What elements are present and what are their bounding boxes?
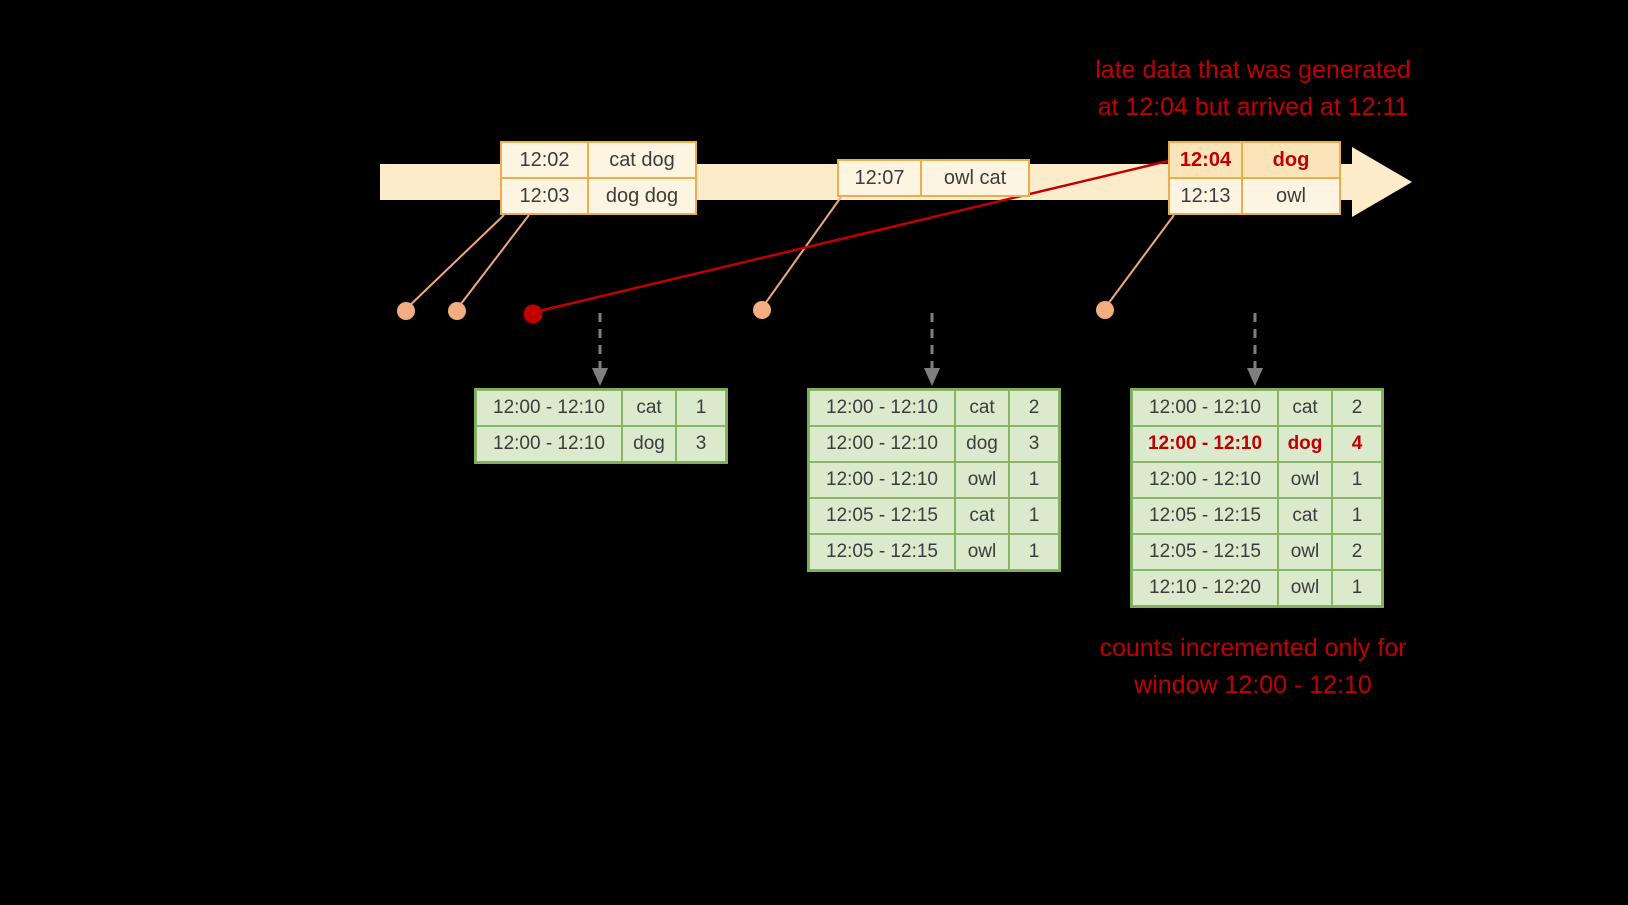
table-row: 12:00 - 12:10 dog 3 — [809, 426, 1059, 462]
window-cell: 12:00 - 12:10 — [809, 462, 955, 498]
word-cell: cat — [1278, 498, 1332, 534]
count-cell: 1 — [1009, 462, 1059, 498]
late-data-annotation-line2: at 12:04 but arrived at 12:11 — [1097, 93, 1409, 121]
counts-annotation-line2: window 12:00 - 12:10 — [1134, 671, 1372, 699]
table-row: 12:10 - 12:20 owl 1 — [1132, 570, 1382, 606]
count-cell: 1 — [1332, 498, 1382, 534]
count-cell: 1 — [1332, 462, 1382, 498]
count-cell: 3 — [1009, 426, 1059, 462]
window-cell: 12:05 - 12:15 — [1132, 534, 1278, 570]
window-cell: 12:10 - 12:20 — [1132, 570, 1278, 606]
connector-line-1213 — [1104, 214, 1175, 309]
word-cell: dog — [955, 426, 1009, 462]
table-row: 12:00 - 12:10 cat 2 — [1132, 390, 1382, 426]
count-cell: 1 — [676, 390, 726, 426]
event-words: owl — [1242, 178, 1340, 214]
arrival-dot-icon — [397, 302, 415, 320]
table-row: 12:00 - 12:10 cat 1 — [476, 390, 726, 426]
window-cell: 12:05 - 12:15 — [1132, 498, 1278, 534]
word-cell: cat — [955, 498, 1009, 534]
connector-line-1203 — [456, 214, 530, 310]
event-time: 12:13 — [1169, 178, 1242, 214]
counts-annotation-line1: counts incremented only for — [1099, 634, 1407, 662]
connector-line-1207 — [761, 196, 842, 309]
table-row: 12:05 - 12:15 owl 1 — [809, 534, 1059, 570]
arrival-dot-icon — [1096, 301, 1114, 319]
count-cell: 2 — [1332, 390, 1382, 426]
word-cell: owl — [955, 534, 1009, 570]
count-cell: 4 — [1332, 426, 1382, 462]
late-data-annotation: late data that was generated at 12:04 bu… — [1023, 52, 1483, 126]
table-row: 12:00 - 12:10 owl 1 — [1132, 462, 1382, 498]
count-cell: 1 — [1009, 534, 1059, 570]
table-row: 12:05 - 12:15 owl 2 — [1132, 534, 1382, 570]
event-row: 12:07 owl cat — [838, 160, 1029, 196]
event-box-1202-1203: 12:02 cat dog 12:03 dog dog — [500, 141, 697, 215]
window-cell: 12:05 - 12:15 — [809, 498, 955, 534]
word-cell: cat — [1278, 390, 1332, 426]
word-cell: owl — [1278, 534, 1332, 570]
word-cell: cat — [622, 390, 676, 426]
event-time: 12:02 — [501, 142, 588, 178]
event-box-1204-1213: 12:04 dog 12:13 owl — [1168, 141, 1341, 215]
window-cell: 12:00 - 12:10 — [476, 426, 622, 462]
window-cell: 12:00 - 12:10 — [1132, 426, 1278, 462]
event-words: owl cat — [921, 160, 1029, 196]
word-cell: dog — [1278, 426, 1332, 462]
counts-annotation: counts incremented only for window 12:00… — [1023, 630, 1483, 704]
event-row: 12:03 dog dog — [501, 178, 696, 214]
event-row-late: 12:04 dog — [1169, 142, 1340, 178]
connector-line-1202 — [405, 214, 505, 310]
count-cell: 2 — [1009, 390, 1059, 426]
table-row: 12:05 - 12:15 cat 1 — [809, 498, 1059, 534]
table-row-late-updated: 12:00 - 12:10 dog 4 — [1132, 426, 1382, 462]
table-row: 12:00 - 12:10 dog 3 — [476, 426, 726, 462]
count-cell: 2 — [1332, 534, 1382, 570]
event-box-1207: 12:07 owl cat — [837, 159, 1030, 197]
event-words: dog dog — [588, 178, 696, 214]
count-cell: 3 — [676, 426, 726, 462]
event-row: 12:13 owl — [1169, 178, 1340, 214]
table-row: 12:05 - 12:15 cat 1 — [1132, 498, 1382, 534]
window-cell: 12:05 - 12:15 — [809, 534, 955, 570]
timeline-arrowhead-icon — [1352, 147, 1412, 217]
result-table-2: 12:00 - 12:10 cat 2 12:00 - 12:10 dog 3 … — [807, 388, 1061, 572]
table-row: 12:00 - 12:10 cat 2 — [809, 390, 1059, 426]
window-cell: 12:00 - 12:10 — [1132, 462, 1278, 498]
window-cell: 12:00 - 12:10 — [809, 426, 955, 462]
word-cell: owl — [1278, 462, 1332, 498]
window-cell: 12:00 - 12:10 — [809, 390, 955, 426]
event-time: 12:03 — [501, 178, 588, 214]
trigger-arrow-2 — [924, 313, 940, 386]
word-cell: dog — [622, 426, 676, 462]
result-table-1: 12:00 - 12:10 cat 1 12:00 - 12:10 dog 3 — [474, 388, 728, 464]
count-cell: 1 — [1332, 570, 1382, 606]
event-time: 12:07 — [838, 160, 921, 196]
trigger-arrow-1 — [592, 313, 608, 386]
event-row: 12:02 cat dog — [501, 142, 696, 178]
result-table-3: 12:00 - 12:10 cat 2 12:00 - 12:10 dog 4 … — [1130, 388, 1384, 608]
late-data-annotation-line1: late data that was generated — [1095, 56, 1411, 84]
event-time: 12:04 — [1169, 142, 1242, 178]
count-cell: 1 — [1009, 498, 1059, 534]
event-words: dog — [1242, 142, 1340, 178]
late-data-line — [534, 159, 1169, 314]
window-cell: 12:00 - 12:10 — [1132, 390, 1278, 426]
late-arrival-dot-icon — [523, 304, 543, 324]
word-cell: cat — [955, 390, 1009, 426]
trigger-arrow-3 — [1247, 313, 1263, 386]
word-cell: owl — [1278, 570, 1332, 606]
window-cell: 12:00 - 12:10 — [476, 390, 622, 426]
event-words: cat dog — [588, 142, 696, 178]
word-cell: owl — [955, 462, 1009, 498]
arrival-dot-icon — [448, 302, 466, 320]
arrival-dot-icon — [753, 301, 771, 319]
table-row: 12:00 - 12:10 owl 1 — [809, 462, 1059, 498]
